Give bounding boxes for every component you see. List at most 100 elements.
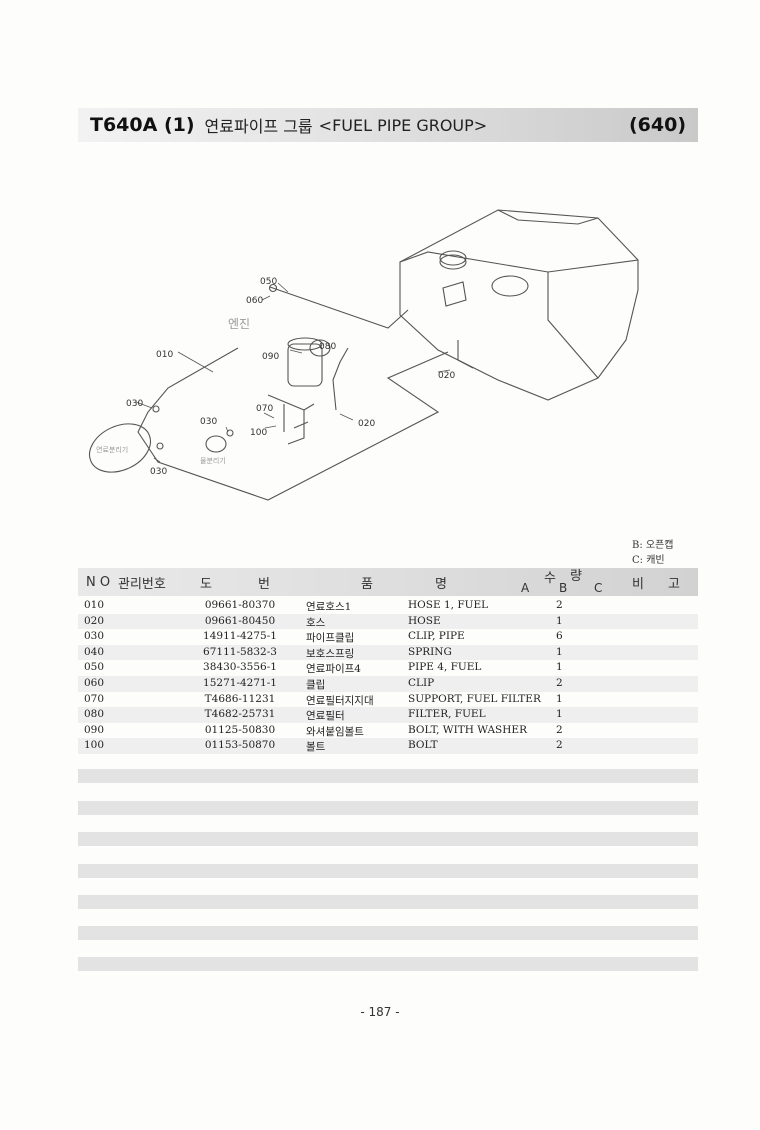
callout-010: 010 (156, 350, 173, 360)
table-row: 020 09661-80450 호스 HOSE 1 (78, 613, 698, 630)
callout-050: 050 (260, 277, 277, 287)
parts-table-body: 010 09661-80370 연료호스1 HOSE 1, FUEL 2 020… (78, 598, 698, 754)
tank-outlet-bracket (442, 281, 467, 307)
label-sediment-separator: 연료분리기 (96, 445, 128, 454)
row-part-number: 14911-4275-1 (203, 630, 277, 643)
empty-row-band (78, 801, 698, 815)
label-water-separator: 물분리기 (200, 456, 226, 465)
row-part-number: 01153-50870 (204, 739, 276, 752)
row-name-korean: 연료필터 (306, 710, 345, 723)
row-name-english: CLIP (408, 676, 435, 689)
table-row: 030 14911-4275-1 파이프클립 CLIP, PIPE 6 (78, 629, 698, 645)
callout-070: 070 (256, 404, 273, 414)
table-row: 070 T4686-11231 연료필터지지대 SUPPORT, FUEL FI… (78, 692, 698, 708)
fuel-hose-loop-line (137, 347, 449, 501)
fuel-tank-side-edge (547, 272, 599, 379)
row-name-english: SUPPORT, FUEL FILTER (408, 692, 541, 705)
fuel-filter-body (287, 343, 323, 387)
row-name-korean: 호스 (306, 616, 326, 629)
fuel-filter-top (287, 337, 323, 351)
row-part-number: 01125-50830 (204, 723, 276, 736)
empty-row-band (78, 864, 698, 878)
callout-030-c: 030 (150, 467, 167, 477)
row-qty-b: 1 (556, 645, 563, 658)
empty-row-band (78, 769, 698, 783)
row-name-korean: 보호스프링 (306, 647, 355, 660)
exploded-parts-diagram: 050 060 010 090 080 030 070 030 100 020 … (78, 200, 698, 530)
row-part-number: 38430-3556-1 (203, 661, 277, 674)
empty-row-band (78, 957, 698, 971)
header-name-1: 품 (361, 577, 373, 592)
row-name-english: SPRING (408, 645, 452, 658)
row-name-korean: 연료필터지지대 (306, 694, 374, 707)
row-part-number: 67111-5832-3 (203, 645, 277, 658)
clip-030-b (226, 429, 234, 437)
row-no: 030 (84, 630, 105, 643)
callout-020-a: 020 (358, 419, 375, 429)
group-code: T640A (1) (90, 114, 195, 136)
diagram-drawing: 050 060 010 090 080 030 070 030 100 020 … (88, 209, 639, 501)
row-no: 090 (84, 723, 105, 736)
row-name-korean: 파이프클립 (306, 632, 355, 645)
clip-030-a (152, 405, 160, 413)
table-row: 060 15271-4271-1 클립 CLIP 2 (78, 675, 698, 692)
table-row: 050 38430-3556-1 연료파이프4 PIPE 4, FUEL 1 (78, 660, 698, 676)
table-row: 080 T4682-25731 연료필터 FILTER, FUEL 1 (78, 707, 698, 723)
label-engine: 엔진 (228, 317, 250, 331)
row-qty-b: 1 (556, 692, 563, 705)
header-remarks-2: 고 (668, 577, 680, 592)
row-no: 020 (84, 614, 105, 627)
parts-table-header: N O 관리번호 도 번 품 명 수 량 A B C 비 고 (78, 568, 698, 596)
tank-sender-plate (491, 275, 529, 297)
header-no: N O (86, 575, 111, 590)
table-row: 040 67111-5832-3 보호스프링 SPRING 1 (78, 644, 698, 661)
header-remarks-1: 비 (632, 577, 644, 592)
row-name-english: HOSE (408, 614, 441, 627)
row-qty-b: 1 (556, 661, 563, 674)
row-name-english: BOLT (408, 739, 438, 752)
row-name-korean: 와셔붙임볼트 (306, 725, 364, 738)
header-drawing-1: 도 (200, 577, 212, 592)
clip-060 (268, 283, 278, 293)
fuel-pipe-4-line (269, 286, 409, 329)
row-name-english: FILTER, FUEL (408, 708, 486, 721)
table-row: 100 01153-50870 볼트 BOLT 2 (78, 738, 698, 754)
row-qty-b: 1 (556, 614, 563, 627)
callout-090: 090 (262, 352, 279, 362)
row-no: 100 (84, 739, 105, 752)
fuel-filter-bowl (309, 339, 331, 357)
header-qty-2: 량 (570, 569, 582, 584)
header-qty-1: 수 (544, 571, 556, 586)
row-qty-b: 2 (556, 599, 563, 611)
row-no: 080 (84, 708, 105, 721)
header-management-no: 관리번호 (118, 577, 166, 592)
empty-row-band (78, 832, 698, 846)
tank-filler-cap (439, 254, 467, 270)
empty-row-band (78, 895, 698, 909)
tank-return-port (457, 340, 474, 369)
tank-filler-cap-top (439, 250, 467, 266)
sediment-cup (88, 423, 152, 473)
header-name-2: 명 (435, 577, 447, 592)
row-qty-b: 1 (556, 708, 563, 721)
callout-leaders (135, 282, 451, 463)
row-part-number: 09661-80370 (204, 599, 276, 611)
row-name-english: HOSE 1, FUEL (408, 599, 489, 611)
row-no: 060 (84, 676, 105, 689)
row-qty-b: 2 (556, 739, 563, 752)
row-qty-b: 6 (556, 630, 563, 643)
row-name-korean: 볼트 (306, 741, 326, 754)
row-no: 050 (84, 661, 105, 674)
row-name-english: BOLT, WITH WASHER (408, 723, 527, 736)
row-no: 070 (84, 692, 105, 705)
page-number: - 187 - (360, 1005, 400, 1019)
header-drawing-2: 번 (258, 577, 270, 592)
table-row: 010 09661-80370 연료호스1 HOSE 1, FUEL 2 (78, 598, 698, 614)
header-col-a: A (521, 581, 530, 595)
callout-030-b: 030 (200, 417, 217, 427)
row-part-number: T4686-11231 (204, 692, 276, 705)
row-qty-b: 2 (556, 723, 563, 736)
header-col-b: B (559, 581, 568, 595)
row-qty-b: 2 (556, 676, 563, 689)
row-part-number: 15271-4271-1 (203, 676, 277, 689)
